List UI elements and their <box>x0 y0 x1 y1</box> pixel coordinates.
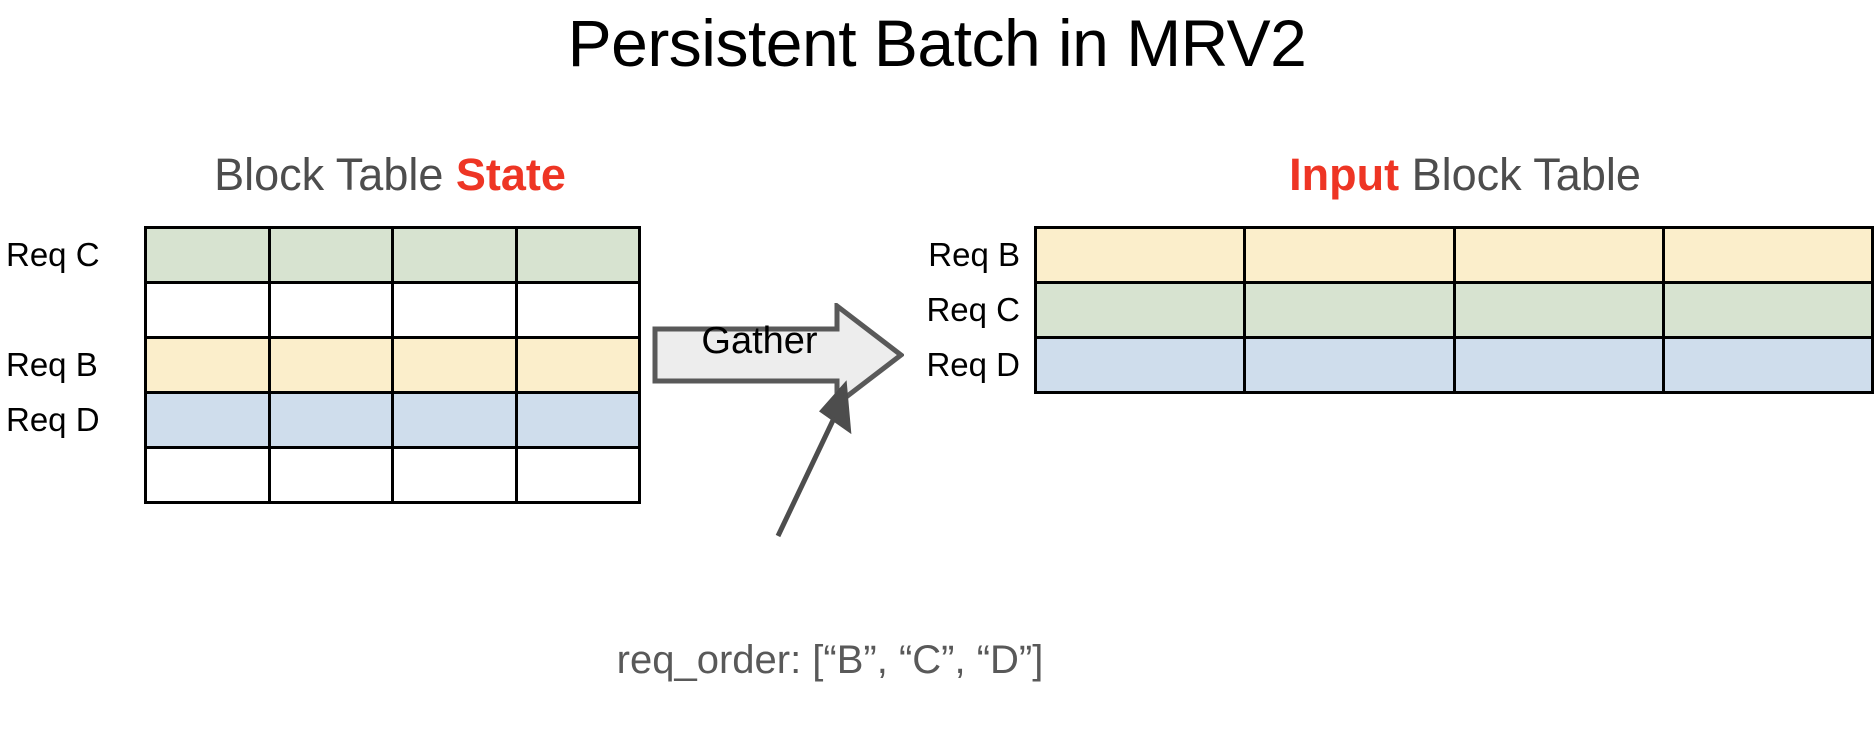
state-block-cell <box>267 336 394 394</box>
state-block-cell <box>514 281 641 339</box>
state-block-row <box>144 226 641 284</box>
left-heading-accent: State <box>455 149 566 200</box>
state-block-cell <box>267 226 394 284</box>
state-block-cell <box>391 281 518 339</box>
state-block-cell <box>514 226 641 284</box>
input-block-row <box>1033 226 1874 284</box>
state-block-cell <box>267 446 394 504</box>
input-row-label-2: Req D <box>926 346 1020 383</box>
right-heading-accent: Input <box>1289 149 1400 200</box>
left-panel-heading: Block Table State <box>120 152 660 197</box>
right-panel-heading: Input Block Table <box>1030 152 1874 197</box>
gather-operation-label: Gather <box>701 320 818 362</box>
state-block-cell <box>144 336 271 394</box>
state-block-cell <box>514 336 641 394</box>
input-block-cell <box>1661 281 1874 339</box>
state-block-row <box>144 281 641 339</box>
state-block-cell <box>144 391 271 449</box>
state-block-cell <box>144 446 271 504</box>
state-block-cell <box>267 281 394 339</box>
state-block-cell <box>144 281 271 339</box>
state-row-label-2: Req B <box>6 346 98 383</box>
state-row-label-0: Req C <box>6 236 100 273</box>
input-block-cell <box>1661 226 1874 284</box>
state-block-cell <box>144 226 271 284</box>
input-block-cell <box>1033 336 1247 394</box>
input-block-cell <box>1243 336 1456 394</box>
input-block-cell <box>1661 336 1874 394</box>
input-block-cell <box>1243 226 1456 284</box>
state-block-cell <box>391 336 518 394</box>
input-block-row <box>1033 281 1874 339</box>
input-block-cell <box>1033 226 1247 284</box>
page-title: Persistent Batch in MRV2 <box>567 6 1307 80</box>
right-heading-suffix: Block Table <box>1399 149 1641 200</box>
req-order-caption: req_order: [“B”, “C”, “D”] <box>616 638 1044 682</box>
state-block-cell <box>391 226 518 284</box>
block-table-state <box>144 226 641 504</box>
state-block-cell <box>391 391 518 449</box>
state-block-cell <box>514 446 641 504</box>
state-block-row <box>144 391 641 449</box>
arrow-up-right-icon <box>775 380 852 538</box>
input-row-label-1: Req C <box>926 291 1020 328</box>
block-arrow-right-icon <box>652 303 904 407</box>
state-block-cell <box>391 446 518 504</box>
state-block-row <box>144 336 641 394</box>
state-block-cell <box>514 391 641 449</box>
left-heading-prefix: Block Table <box>214 149 456 200</box>
state-block-row <box>144 446 641 504</box>
input-block-row <box>1033 336 1874 394</box>
input-block-cell <box>1452 336 1665 394</box>
state-block-cell <box>267 391 394 449</box>
input-row-label-0: Req B <box>928 236 1020 273</box>
input-block-cell <box>1243 281 1456 339</box>
input-block-cell <box>1452 226 1665 284</box>
input-block-cell <box>1033 281 1247 339</box>
input-block-cell <box>1452 281 1665 339</box>
block-table-input <box>1033 226 1874 394</box>
state-row-label-3: Req D <box>6 401 100 438</box>
